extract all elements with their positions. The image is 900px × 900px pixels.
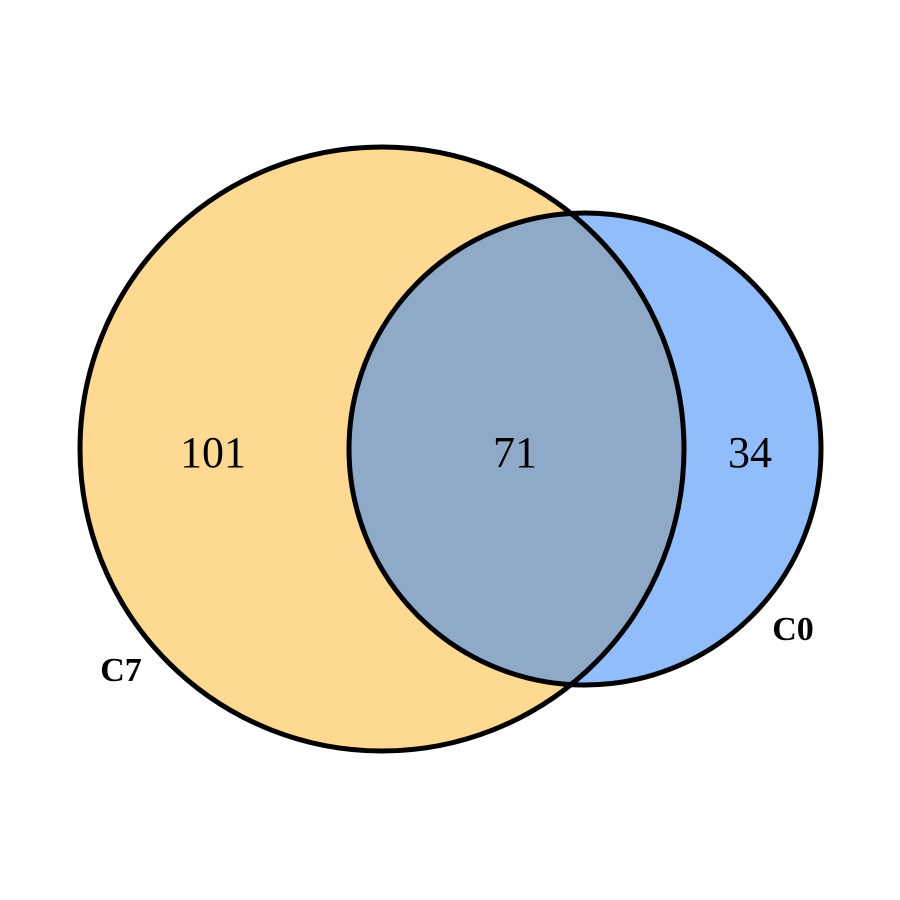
c0-only-count: 34 (728, 428, 772, 477)
set-c0-outline (346, 210, 824, 688)
set-c0-label: C0 (772, 611, 814, 648)
intersection-count: 71 (493, 428, 537, 477)
c7-only-count: 101 (180, 428, 246, 477)
set-c7-outline (77, 144, 687, 754)
set-c7-label: C7 (100, 652, 142, 689)
intersection-region (349, 213, 684, 685)
